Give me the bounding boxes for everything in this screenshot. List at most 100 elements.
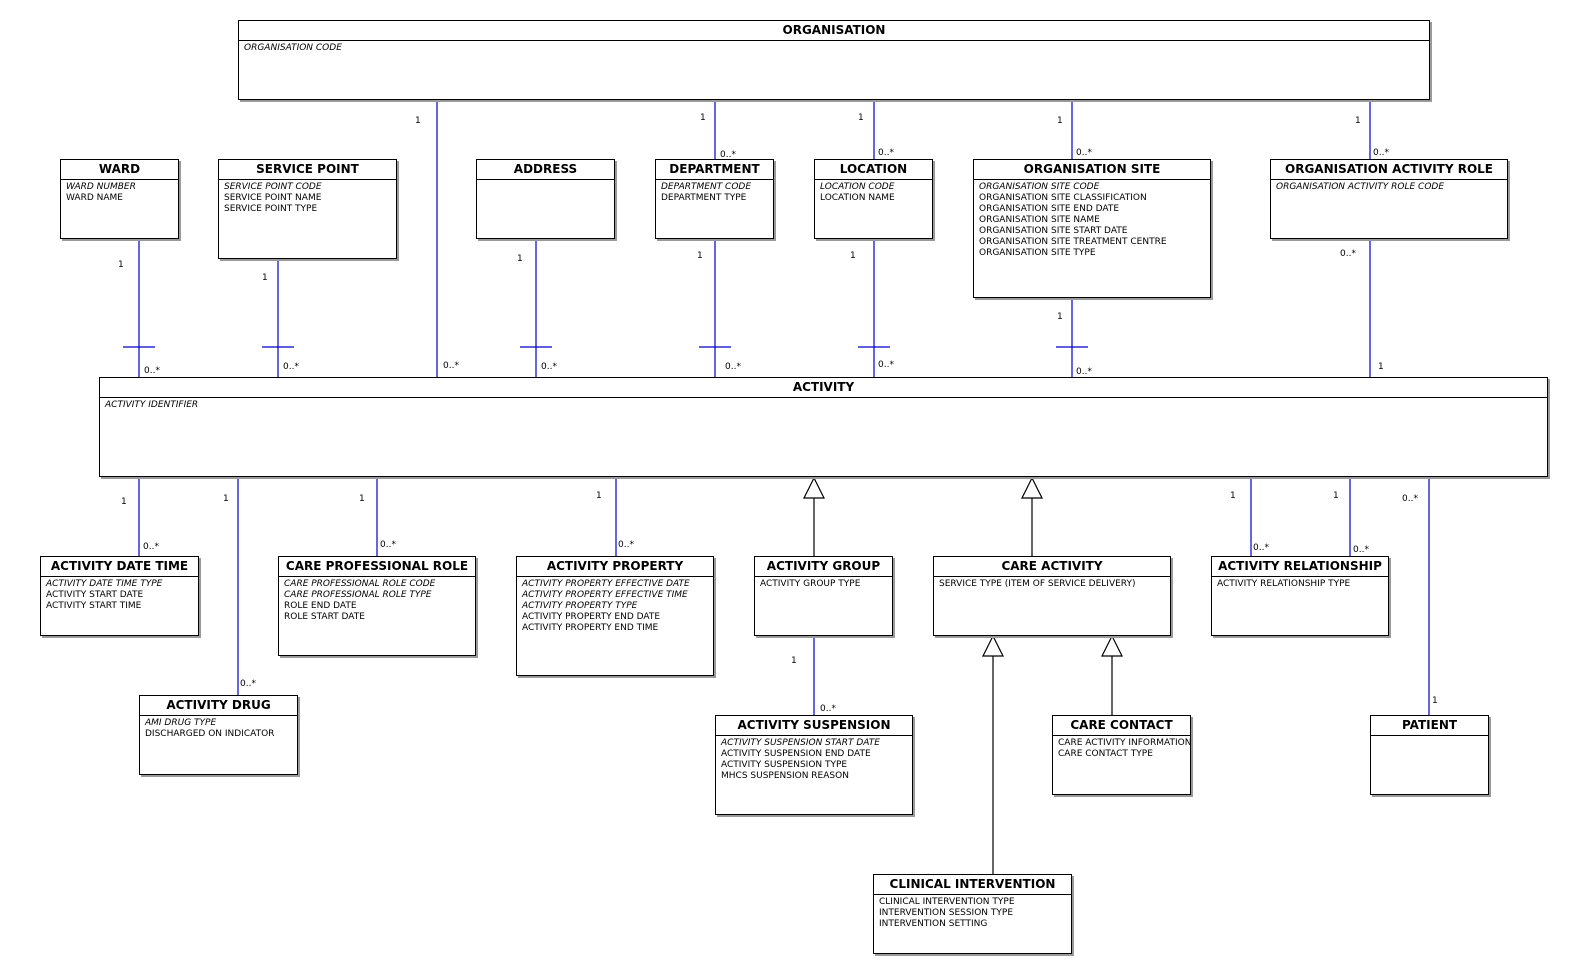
entity-address[interactable]: ADDRESS <box>476 159 615 239</box>
multiplicity-label: 1 <box>1057 312 1063 322</box>
multiplicity-label: 1 <box>1432 696 1438 706</box>
attribute: ORGANISATION SITE NAME <box>979 215 1100 225</box>
attribute: ACTIVITY START DATE <box>46 590 144 600</box>
entity-name: ACTIVITY GROUP <box>755 557 892 577</box>
entity-name: SERVICE POINT <box>219 160 396 180</box>
entity-activity-date-time[interactable]: ACTIVITY DATE TIME ACTIVITY DATE TIME TYP… <box>40 556 199 636</box>
entity-attributes: ACTIVITY RELATIONSHIP TYPE <box>1212 577 1388 590</box>
entity-name: WARD <box>61 160 178 180</box>
entity-name: ACTIVITY RELATIONSHIP <box>1212 557 1388 577</box>
multiplicity-label: 1 <box>118 260 124 270</box>
attribute: ACTIVITY SUSPENSION END DATE <box>721 749 871 759</box>
entity-attributes <box>477 180 614 182</box>
entity-attributes: ORGANISATION ACTIVITY ROLE CODE <box>1271 180 1507 193</box>
generalization-arrow <box>1021 476 1043 499</box>
multiplicity-label: 1 <box>415 116 421 126</box>
entity-attributes: ACTIVITY IDENTIFIER <box>100 398 1547 411</box>
entity-name: ORGANISATION SITE <box>974 160 1210 180</box>
entity-name: ACTIVITY PROPERTY <box>517 557 713 577</box>
attribute: INTERVENTION SESSION TYPE <box>879 908 1014 918</box>
multiplicity-label: 1 <box>121 497 127 507</box>
key-attribute: ORGANISATION SITE CODE <box>979 182 1100 192</box>
entity-name: ACTIVITY DRUG <box>140 696 297 716</box>
key-attribute: ORGANISATION ACTIVITY ROLE CODE <box>1276 182 1445 192</box>
multiplicity-label: 0..* <box>1076 148 1092 158</box>
multiplicity-label: 1 <box>850 251 856 261</box>
multiplicity-label: 0..* <box>878 360 894 370</box>
key-attribute: CARE PROFESSIONAL ROLE CODE <box>284 579 436 589</box>
entity-name: ACTIVITY DATE TIME <box>41 557 198 577</box>
entity-name: CLINICAL INTERVENTION <box>874 875 1071 895</box>
generalization-arrow <box>803 476 825 499</box>
key-attribute: ORGANISATION CODE <box>244 43 342 53</box>
multiplicity-label: 0..* <box>820 704 836 714</box>
attribute: ACTIVITY RELATIONSHIP TYPE <box>1217 579 1351 589</box>
attribute: ACTIVITY GROUP TYPE <box>760 579 861 589</box>
attribute: WARD NAME <box>66 193 123 203</box>
multiplicity-label: 1 <box>1230 491 1236 501</box>
attribute: ORGANISATION SITE TYPE <box>979 248 1096 258</box>
entity-name: CARE CONTACT <box>1053 716 1190 736</box>
multiplicity-label: 1 <box>262 273 268 283</box>
attribute: DISCHARGED ON INDICATOR <box>145 729 275 739</box>
attribute: ROLE END DATE <box>284 601 357 611</box>
multiplicity-label: 0..* <box>618 540 634 550</box>
key-attribute: WARD NUMBER <box>66 182 136 192</box>
entity-patient[interactable]: PATIENT <box>1370 715 1489 795</box>
multiplicity-label: 0..* <box>1402 494 1418 504</box>
attribute: CLINICAL INTERVENTION TYPE <box>879 897 1015 907</box>
multiplicity-label: 1 <box>1355 116 1361 126</box>
multiplicity-label: 1 <box>1378 362 1384 372</box>
multiplicity-label: 0..* <box>1253 543 1269 553</box>
entity-attributes <box>1371 736 1488 738</box>
entity-activity-relationship[interactable]: ACTIVITY RELATIONSHIP ACTIVITY RELATIONSH… <box>1211 556 1389 636</box>
key-attribute: ACTIVITY PROPERTY EFFECTIVE TIME <box>522 590 688 600</box>
multiplicity-label: 1 <box>359 494 365 504</box>
key-attribute: ACTIVITY DATE TIME TYPE <box>46 579 163 589</box>
key-attribute: ACTIVITY PROPERTY EFFECTIVE DATE <box>522 579 690 589</box>
entity-activity-group[interactable]: ACTIVITY GROUP ACTIVITY GROUP TYPE <box>754 556 893 636</box>
attribute: SERVICE POINT NAME <box>224 193 322 203</box>
entity-name: ADDRESS <box>477 160 614 180</box>
generalization-arrow <box>1101 634 1123 657</box>
entity-attributes: ORGANISATION CODE <box>239 41 1429 54</box>
multiplicity-label: 0..* <box>878 148 894 158</box>
key-attribute: ACTIVITY SUSPENSION START DATE <box>721 738 880 748</box>
entity-attributes: ACTIVITY GROUP TYPE <box>755 577 892 590</box>
key-attribute: DEPARTMENT CODE <box>661 182 752 192</box>
multiplicity-label: 0..* <box>283 362 299 372</box>
attribute: ORGANISATION SITE CLASSIFICATION <box>979 193 1147 203</box>
attribute: SERVICE TYPE (ITEM OF SERVICE DELIVERY) <box>939 579 1136 589</box>
multiplicity-label: 0..* <box>725 362 741 372</box>
multiplicity-label: 0..* <box>144 366 160 376</box>
attribute: ORGANISATION SITE END DATE <box>979 204 1120 214</box>
multiplicity-label: 0..* <box>541 362 557 372</box>
multiplicity-label: 0..* <box>143 542 159 552</box>
attribute: ROLE START DATE <box>284 612 365 622</box>
multiplicity-label: 0..* <box>240 679 256 689</box>
generalization-arrow <box>982 634 1004 657</box>
attribute: MHCS SUSPENSION REASON <box>721 771 849 781</box>
